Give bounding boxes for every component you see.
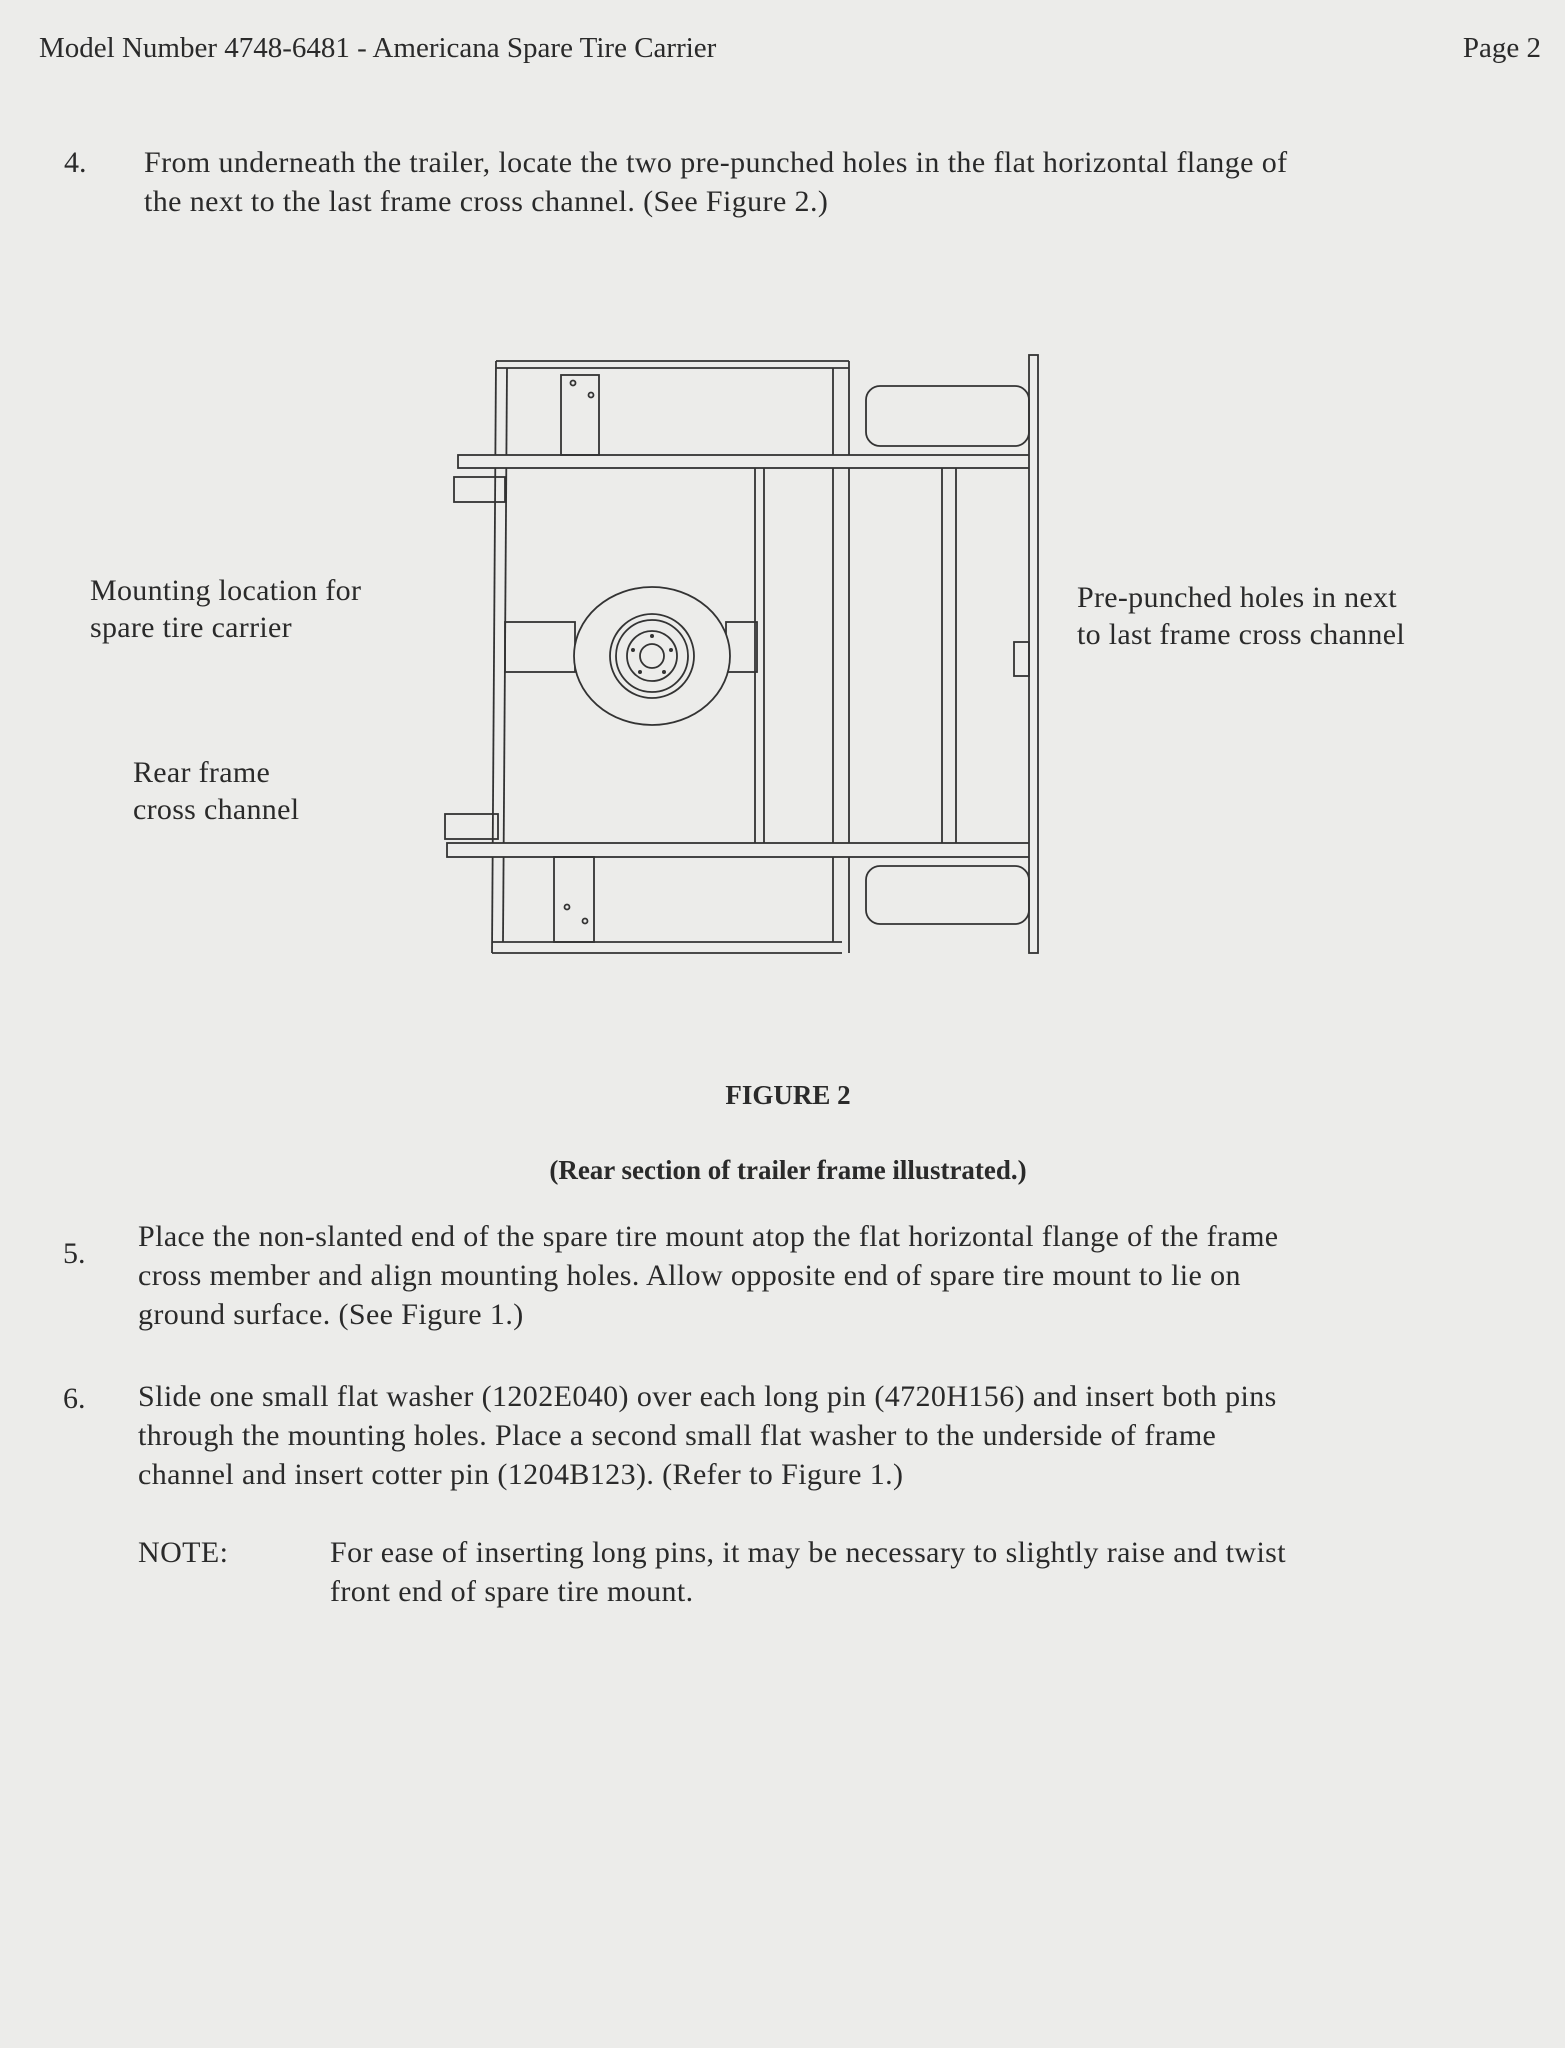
step-line: From underneath the trailer, locate the … (144, 146, 1288, 179)
label-line: spare tire carrier (90, 611, 292, 644)
plates (553, 374, 600, 943)
label-line: Rear frame (133, 756, 271, 789)
bottom-cross-channel (446, 842, 1037, 858)
step-number: 4. (64, 146, 87, 179)
step-line: ground surface. (See Figure 1.) (138, 1298, 524, 1331)
label-line: Pre-punched holes in next (1077, 581, 1397, 614)
step-line: the next to the last frame cross channel… (144, 185, 829, 218)
label-pre-punched-holes: Pre-punched holes in next to last frame … (1077, 579, 1405, 653)
trailer-frame-illustration (444, 354, 1039, 954)
top-cross-channel (457, 454, 1037, 469)
label-rear-frame: Rear frame cross channel (133, 754, 299, 828)
step-line: Slide one small flat washer (1202E040) o… (138, 1380, 1277, 1413)
figure-title: FIGURE 2 (725, 1080, 851, 1110)
note-line: front end of spare tire mount. (330, 1575, 694, 1608)
step-line: Place the non-slanted end of the spare t… (138, 1220, 1279, 1253)
step-number: 6. (63, 1382, 86, 1415)
label-line: to last frame cross channel (1077, 618, 1405, 651)
label-line: Mounting location for (90, 574, 362, 607)
spare-tire-icon (573, 586, 731, 726)
step-line: channel and insert cotter pin (1204B123)… (138, 1458, 904, 1491)
page-number: Page 2 (1462, 32, 1541, 64)
label-line: cross channel (133, 793, 300, 826)
hitch-stubs (444, 476, 1030, 840)
step-text: Slide one small flat washer (1202E040) o… (138, 1377, 1277, 1494)
figure-caption: (Rear section of trailer frame illustrat… (549, 1155, 1027, 1185)
note-label: NOTE: (138, 1536, 229, 1569)
fenders (865, 385, 1030, 925)
step-text: Place the non-slanted end of the spare t… (138, 1217, 1279, 1334)
inner-rails (754, 354, 1039, 954)
step-number: 5. (63, 1237, 86, 1270)
document-title: Model Number 4748-6481 - Americana Spare… (39, 32, 717, 64)
note-text: For ease of inserting long pins, it may … (330, 1533, 1286, 1611)
step-text: From underneath the trailer, locate the … (144, 143, 1288, 221)
label-mounting-location: Mounting location for spare tire carrier (90, 572, 361, 646)
step-line: through the mounting holes. Place a seco… (138, 1419, 1217, 1452)
step-line: cross member and align mounting holes. A… (138, 1259, 1241, 1292)
note-line: For ease of inserting long pins, it may … (330, 1536, 1286, 1569)
